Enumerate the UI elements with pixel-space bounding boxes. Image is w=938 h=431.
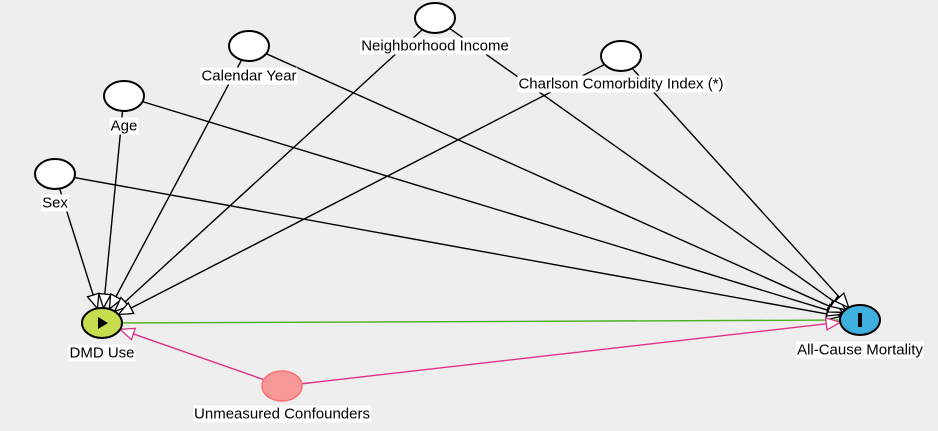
node-label-sex: Sex — [41, 194, 69, 212]
node-label-dmd: DMD Use — [68, 344, 136, 362]
node-sex[interactable] — [34, 158, 76, 190]
edge-age-to-dmd[interactable] — [97, 110, 124, 310]
node-unm[interactable] — [261, 370, 303, 402]
play-icon — [98, 317, 108, 329]
node-age[interactable] — [103, 80, 145, 112]
edge-year-to-dmd[interactable] — [108, 59, 243, 311]
node-label-cci: Charlson Comorbidity Index (*) — [517, 75, 725, 93]
node-income[interactable] — [414, 2, 456, 34]
arrowhead-icon — [108, 292, 123, 311]
edge-cci-to-mort[interactable] — [631, 67, 850, 309]
arrowhead-icon — [113, 296, 131, 313]
node-year[interactable] — [228, 30, 270, 62]
node-mort[interactable] — [839, 304, 881, 336]
edge-income-to-mort[interactable] — [449, 27, 847, 311]
edge-unm-to-dmd[interactable] — [118, 327, 265, 381]
node-label-age: Age — [109, 117, 139, 135]
node-cci[interactable] — [600, 40, 642, 72]
edge-sex-to-mort[interactable] — [74, 176, 843, 321]
edge-cci-to-dmd[interactable] — [117, 63, 605, 316]
bar-icon — [858, 313, 862, 327]
edge-income-to-dmd[interactable] — [113, 29, 423, 313]
arrowhead-icon — [833, 292, 850, 309]
arrowhead-icon — [118, 327, 137, 341]
arrowhead-icon — [117, 301, 135, 316]
edge-dmd-to-mort[interactable] — [121, 319, 841, 324]
arrowhead-icon — [97, 292, 112, 310]
arrowhead-icon — [86, 292, 100, 310]
arrowhead-icon — [824, 316, 842, 331]
node-label-income: Neighborhood Income — [360, 37, 510, 55]
node-dmd[interactable] — [81, 307, 123, 339]
edge-unm-to-mort[interactable] — [301, 316, 842, 385]
node-label-unm: Unmeasured Confounders — [193, 405, 371, 423]
node-label-year: Calendar Year — [200, 67, 298, 85]
node-label-mort: All-Cause Mortality — [796, 341, 924, 359]
